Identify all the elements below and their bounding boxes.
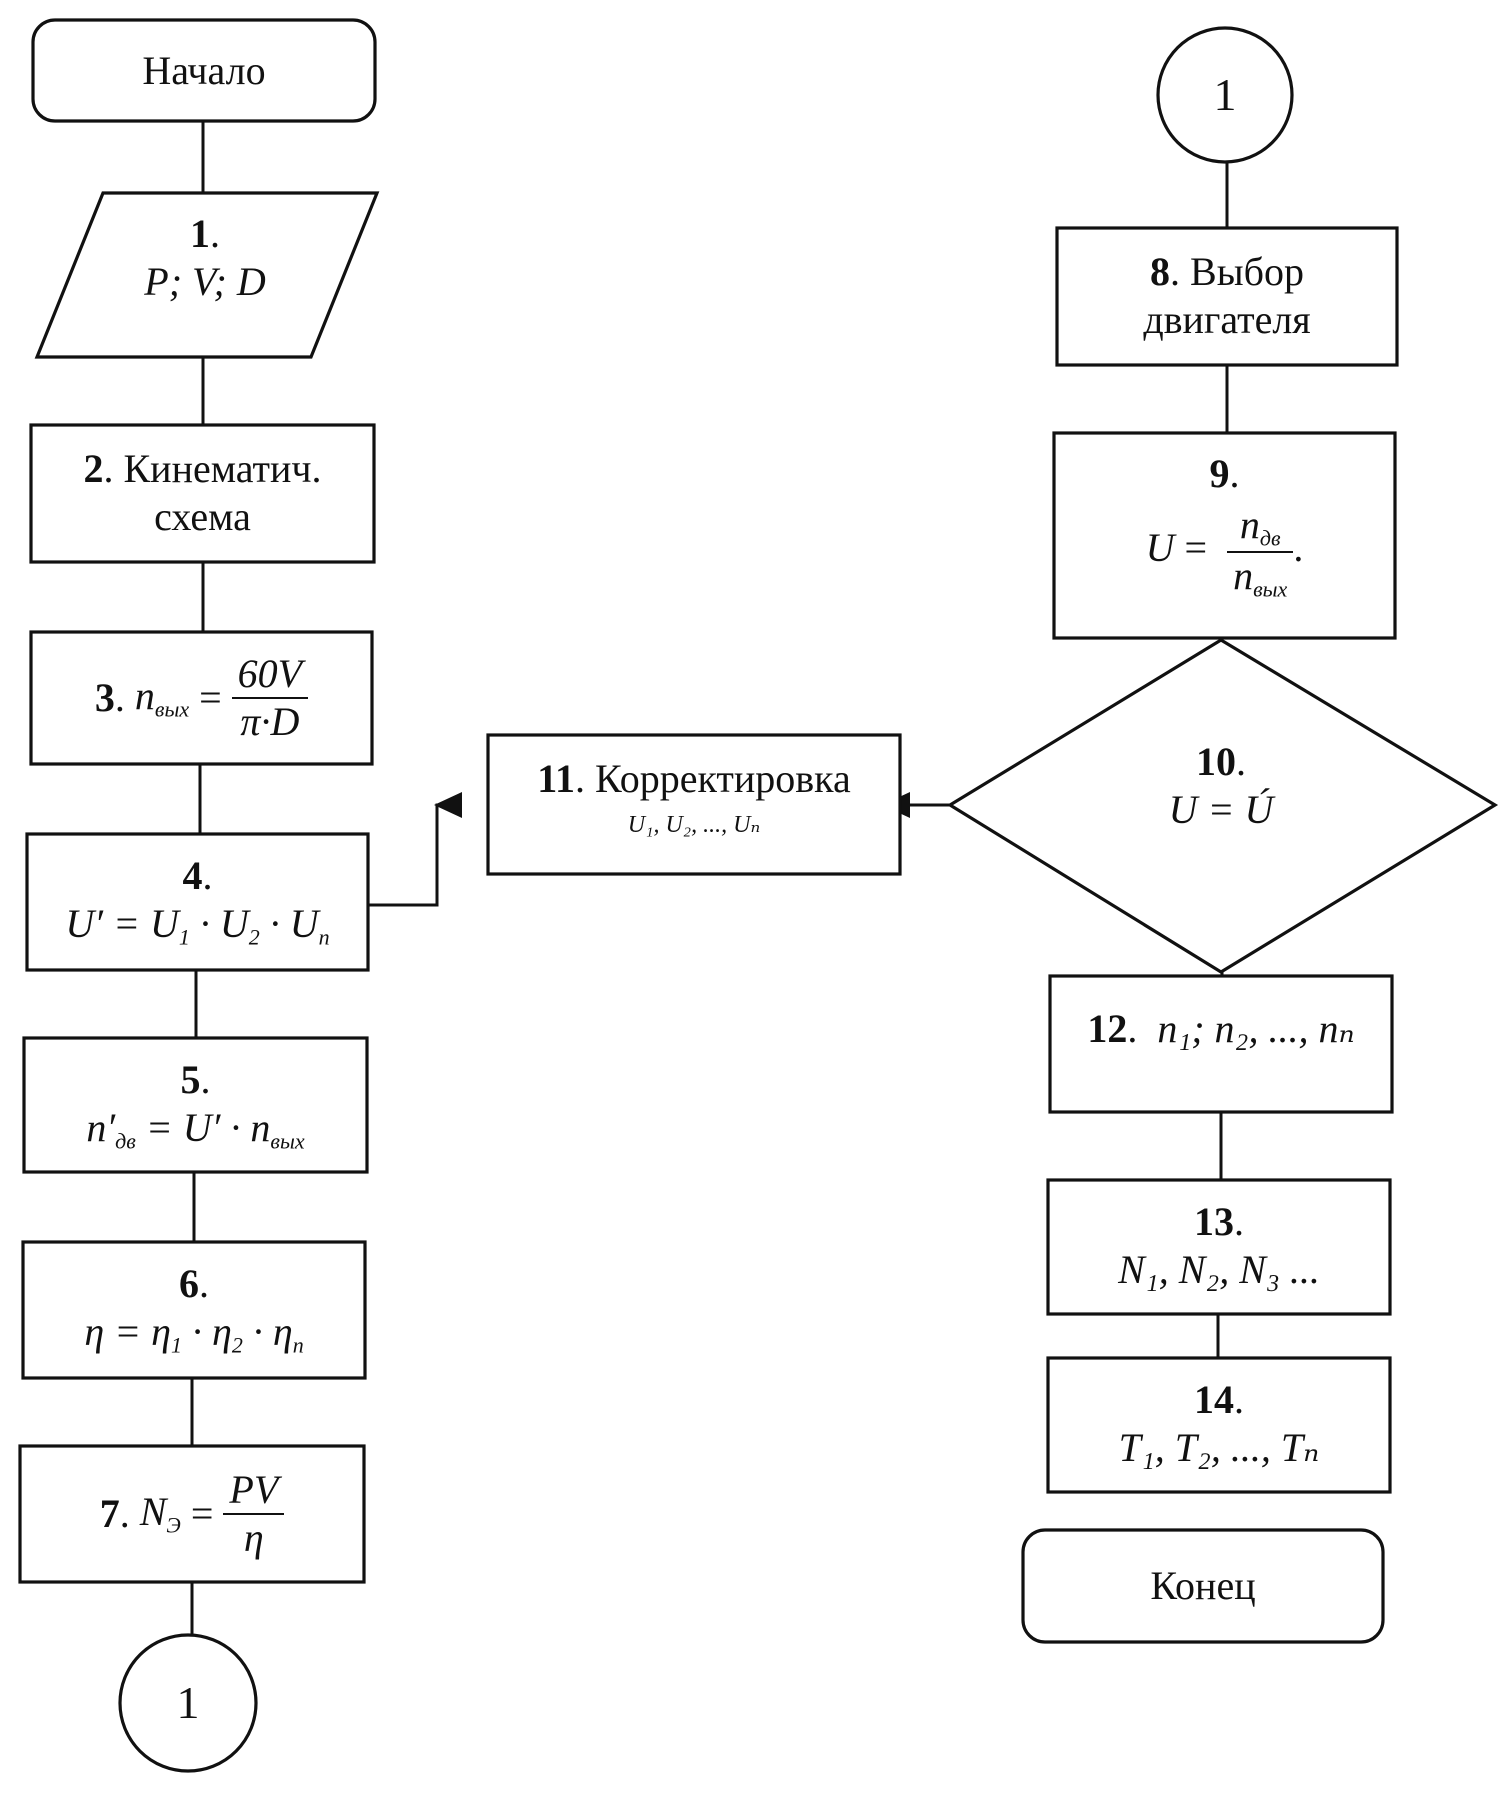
- block-14-formula: T₁, T₂, ..., Tₙ: [1118, 1425, 1320, 1470]
- block-10-decision-shape: [946, 638, 1499, 974]
- start-terminal-shape: [31, 18, 377, 123]
- block-1-formula: P; V; D: [144, 259, 266, 304]
- block-13-formula: N₁, N₂, N₃ ...: [1118, 1247, 1320, 1292]
- block-1-input: 1. P; V; D: [70, 210, 340, 306]
- block-10-formula: U = Ú: [1168, 787, 1274, 832]
- block-12-number: 12: [1087, 1006, 1128, 1051]
- connector-top-shape: [1156, 26, 1294, 164]
- block-8-shape: [1055, 226, 1399, 367]
- block-6-number: 6: [179, 1261, 199, 1306]
- block-10-decision: 10. U = Ú: [1080, 738, 1362, 834]
- block-11-shape: [486, 733, 902, 876]
- block-10-number: 10: [1196, 739, 1236, 784]
- block-11-correction: 11. Корректировка U₁, U₂, ..., Uₙ: [488, 755, 900, 840]
- block-9-number: 9: [1209, 451, 1230, 496]
- block-6-efficiency: 6. η = η1 · η2 · ηn: [23, 1260, 365, 1359]
- arrowhead-into-4-branch: [434, 792, 462, 818]
- line-4-to-11: [368, 803, 460, 907]
- block-12-shaft-speeds: 12. n₁; n₂, ..., nₙ: [1087, 1006, 1355, 1051]
- connector-bottom-label: 1: [176, 1677, 200, 1729]
- block-5-shape: [22, 1036, 369, 1174]
- block-7-shape: [18, 1444, 366, 1584]
- block-4-shape: [25, 832, 370, 972]
- block-1-number: 1: [190, 211, 210, 256]
- block-11-number: 11: [537, 756, 576, 801]
- block-9-lhs: U: [1145, 525, 1175, 571]
- connector-bottom: 1: [120, 1635, 256, 1771]
- block-5-motor-speed: 5. n′дв = U′ · nвых: [24, 1056, 367, 1155]
- connector-top: 1: [1158, 28, 1292, 162]
- start-terminal: Начало: [33, 20, 375, 121]
- block-12-formula: n₁; n₂, ..., nₙ: [1157, 1006, 1355, 1051]
- block-7-fraction: PV η: [223, 1467, 285, 1561]
- block-3-output-speed: 3. nвых = 60V π·D: [31, 632, 372, 764]
- block-3-numerator: 60V: [231, 651, 309, 699]
- block-2-number: 2: [83, 446, 104, 491]
- block-14-number: 14: [1194, 1377, 1234, 1422]
- block-11-text: Корректировка: [595, 756, 851, 801]
- block-13-shape: [1046, 1178, 1392, 1316]
- block-5-number: 5: [180, 1057, 201, 1102]
- block-14-shape: [1046, 1356, 1392, 1494]
- block-8-text-line2: двигателя: [1143, 297, 1311, 342]
- connector-bottom-shape: [118, 1633, 258, 1773]
- block-3-shape: [29, 630, 374, 766]
- end-label: Конец: [1150, 1563, 1256, 1608]
- end-terminal: Конец: [1023, 1530, 1383, 1642]
- end-terminal-shape: [1021, 1528, 1385, 1644]
- block-7-numerator: PV: [223, 1467, 285, 1515]
- block-8-number: 8: [1150, 249, 1171, 294]
- block-4-number: 4: [182, 853, 203, 898]
- block-11-sub-formula: U₁, U₂, ..., Uₙ: [627, 812, 761, 838]
- block-3-fraction: 60V π·D: [231, 651, 309, 745]
- block-3-number: 3: [94, 675, 115, 720]
- block-1-input-shape: [34, 191, 380, 359]
- block-7-lhs: NЭ: [139, 1489, 181, 1539]
- block-7-denominator: η: [243, 1515, 264, 1560]
- block-9-fraction: nдв nвых: [1227, 502, 1294, 602]
- block-4-formula: U′ = U1 · U2 · Un: [65, 901, 330, 950]
- block-4-ratio: 4. U′ = U1 · U2 · Un: [27, 852, 368, 951]
- block-9-numerator: nдв: [1227, 502, 1294, 553]
- start-label: Начало: [142, 47, 266, 93]
- block-5-formula: n′дв = U′ · nвых: [86, 1105, 305, 1154]
- block-7-power: 7. NЭ = PV η: [20, 1446, 364, 1582]
- connector-top-label: 1: [1213, 69, 1237, 121]
- block-9-shape: [1052, 431, 1397, 640]
- block-14-shaft-torques: 14. T₁, T₂, ..., Tₙ: [1048, 1376, 1390, 1472]
- block-7-number: 7: [99, 1491, 120, 1536]
- block-2-text-line2: схема: [154, 494, 251, 539]
- block-9-total-ratio: 9. U = nдв nвых .: [1145, 451, 1304, 602]
- block-3-denominator: π·D: [240, 699, 300, 744]
- block-13-number: 13: [1194, 1199, 1234, 1244]
- block-9-denominator: nвых: [1233, 552, 1288, 602]
- block-13-shaft-powers: 13. N₁, N₂, N₃ ...: [1048, 1198, 1390, 1294]
- block-12-shape: [1048, 974, 1394, 1114]
- block-8-text-line1: Выбор: [1190, 249, 1304, 294]
- block-6-shape: [21, 1240, 367, 1380]
- block-3-lhs: nвых: [134, 673, 190, 723]
- block-8-motor-selection: 8. Выбор двигателя: [1057, 248, 1397, 344]
- block-6-formula: η = η1 · η2 · ηn: [84, 1309, 304, 1358]
- block-2-text-line1: Кинематич.: [123, 446, 322, 491]
- block-2-kinematic-scheme: 2. Кинематич. схема: [31, 445, 374, 541]
- block-2-shape: [29, 423, 376, 564]
